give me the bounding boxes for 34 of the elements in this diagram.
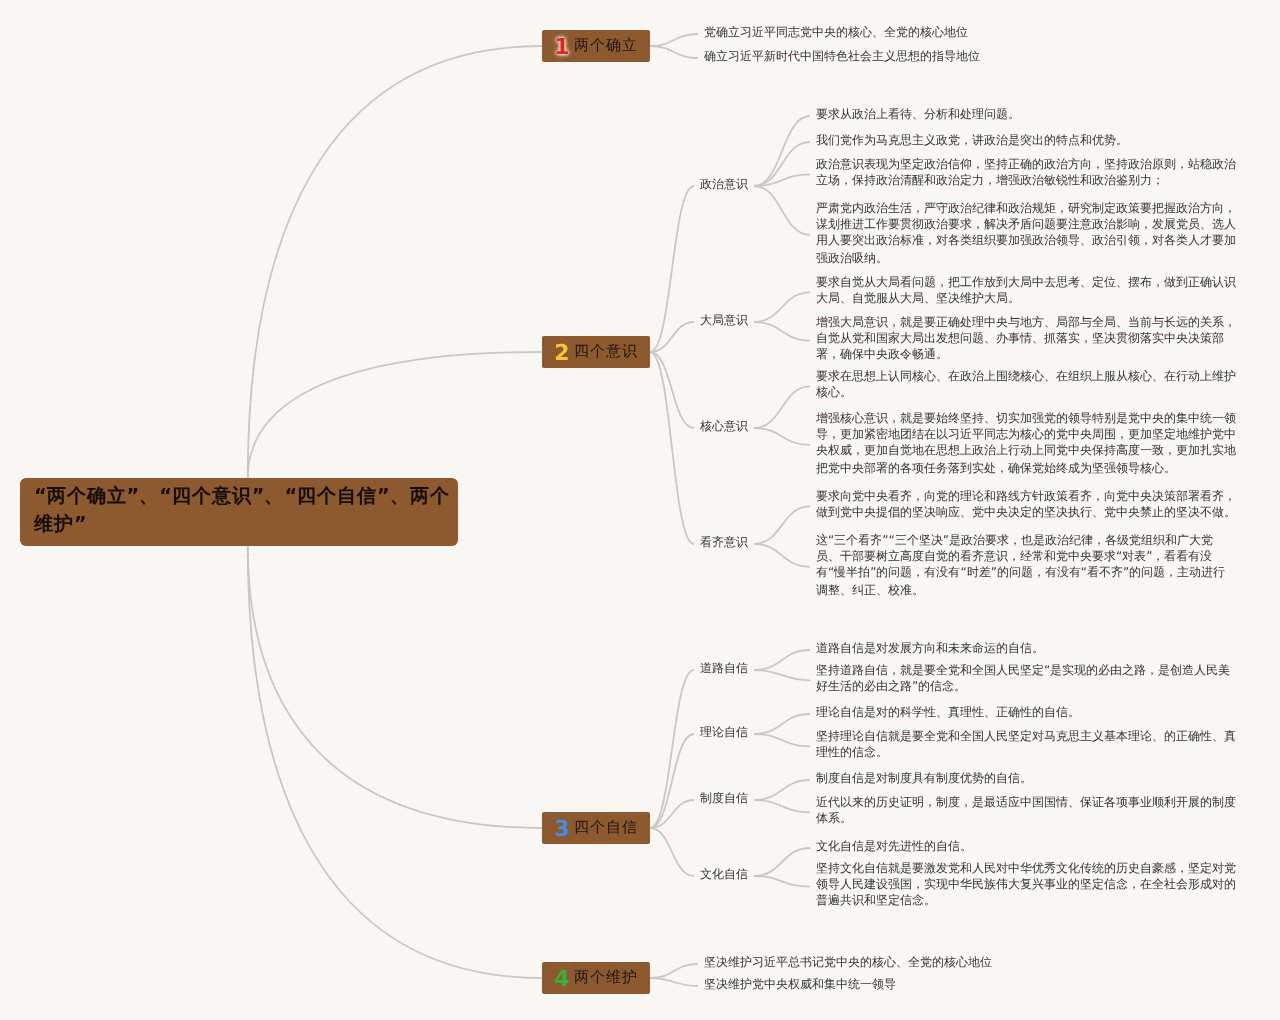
connector-line <box>753 115 811 187</box>
topic-box <box>542 336 650 368</box>
topic-number: 1 <box>554 33 570 59</box>
central-topic: “两个确立”、“四个意识”、“四个自信”、两个维护” <box>20 478 458 546</box>
connector-line <box>649 733 695 829</box>
connector-line <box>246 545 543 979</box>
connector-line <box>649 351 695 429</box>
connector-line <box>649 799 695 829</box>
connector-line <box>649 185 695 353</box>
topic-box <box>542 30 650 62</box>
topic-box <box>542 962 650 994</box>
connector-line <box>649 827 695 877</box>
connector-line <box>753 141 811 187</box>
topic-number: 2 <box>554 339 570 365</box>
connector-line <box>753 875 811 888</box>
connector-line <box>753 505 811 545</box>
connector-line <box>753 669 811 682</box>
connector-line <box>753 173 811 187</box>
topic-box <box>542 812 650 844</box>
connector-line <box>649 977 699 987</box>
connector-line <box>753 321 811 342</box>
connector-line <box>753 799 811 814</box>
connector-line <box>753 427 811 446</box>
connector-line <box>753 385 811 429</box>
topic-number: 3 <box>554 815 570 841</box>
connector-line <box>649 669 695 829</box>
connector-line <box>649 321 695 353</box>
topic-number: 4 <box>554 965 570 991</box>
connector-line <box>246 351 543 479</box>
connector-line <box>649 351 695 545</box>
connector-line <box>753 185 811 236</box>
connector-line <box>753 733 811 748</box>
connector-line <box>649 45 699 59</box>
connector-line <box>753 543 811 568</box>
